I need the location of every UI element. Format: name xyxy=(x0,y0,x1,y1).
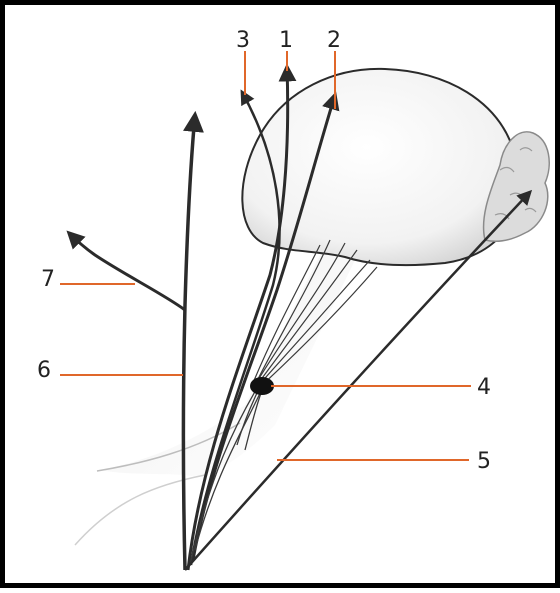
nerve-6-trunk xyxy=(184,115,196,570)
nerve-7-branch xyxy=(69,233,185,310)
ciliary-ganglion xyxy=(250,377,274,395)
label-5: 5 xyxy=(477,449,491,474)
label-3: 3 xyxy=(236,28,250,53)
label-4: 4 xyxy=(477,375,491,400)
label-6: 6 xyxy=(37,358,51,383)
label-2: 2 xyxy=(327,28,341,53)
label-7: 7 xyxy=(41,267,55,292)
label-1: 1 xyxy=(279,28,293,53)
eyeball xyxy=(242,69,519,265)
ciliary-nerve-diagram: 3 1 2 4 5 6 7 xyxy=(5,5,560,593)
